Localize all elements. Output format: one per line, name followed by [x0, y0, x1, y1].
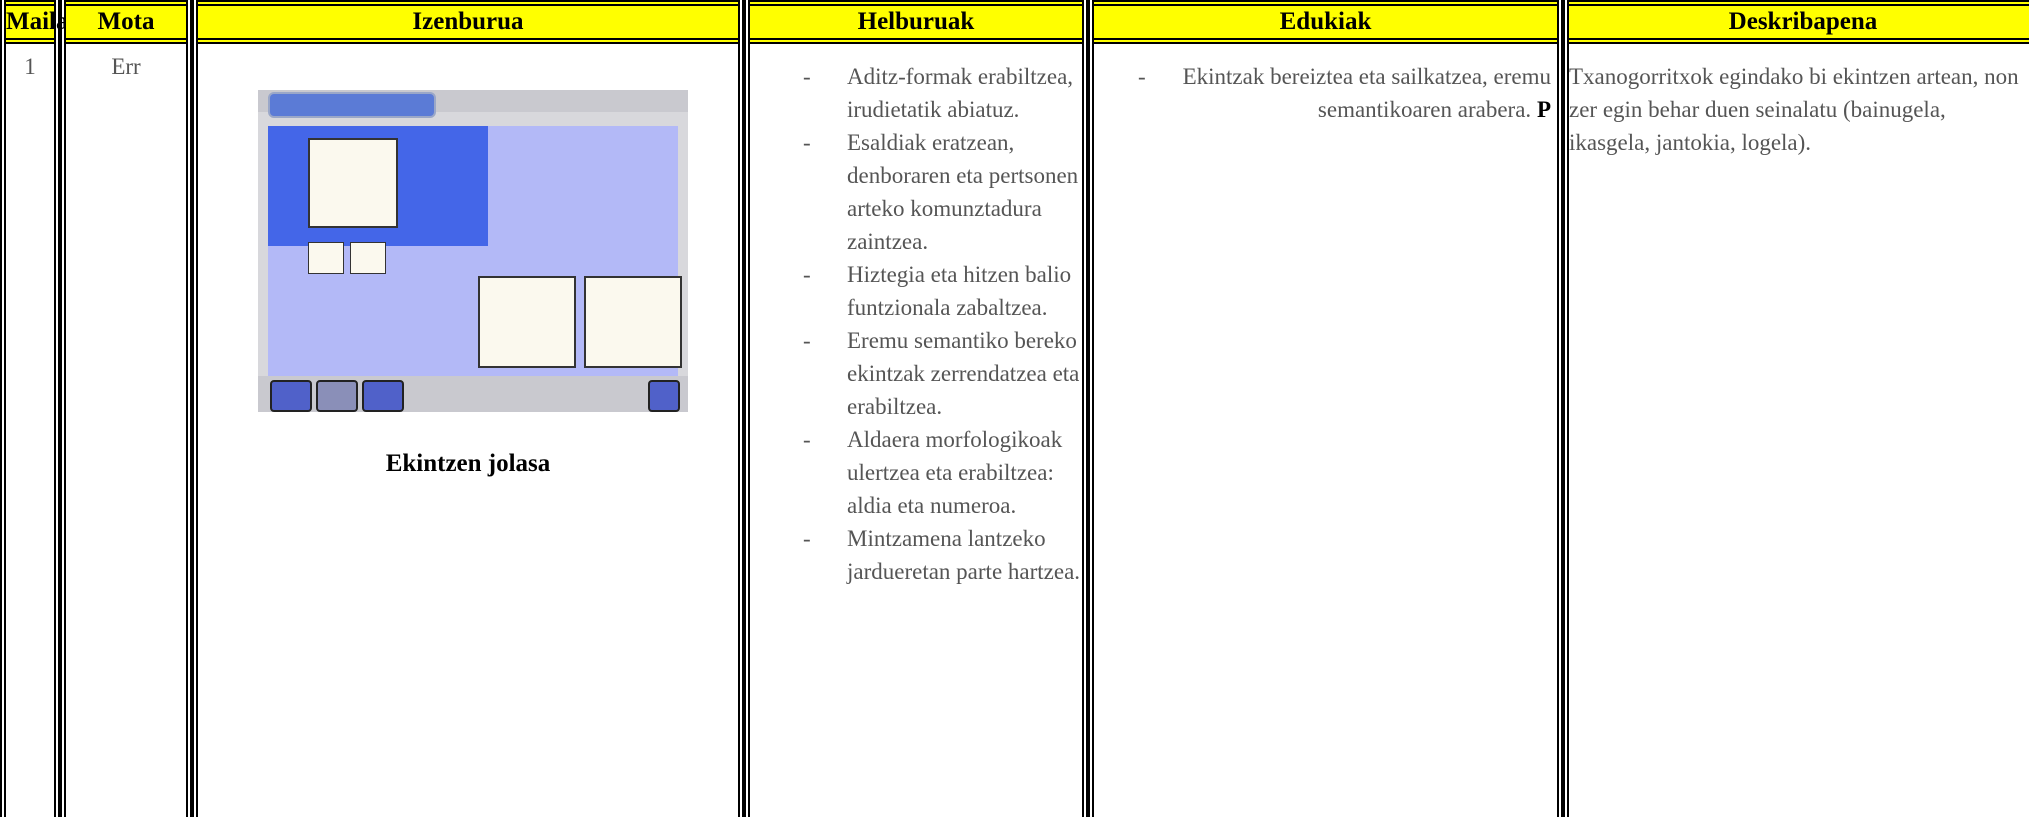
column-maila: Maila 1 — [0, 0, 69, 817]
header-maila: Maila — [6, 0, 69, 44]
contents-item: Ekintzak bereiztea eta sailkatzea, eremu… — [1182, 60, 1551, 126]
activity-title: Ekintzen jolasa — [385, 450, 551, 477]
list-item: Aditz-formak erabiltzea, irudietatik abi… — [803, 60, 1083, 126]
header-deskribapena: Deskribapena — [1569, 0, 2029, 44]
list-item: Esaldiak eratzean, denboraren eta pertso… — [803, 126, 1083, 258]
list-item: Mintzamena lantzeko jardueretan parte ha… — [803, 522, 1083, 588]
column-helburuak: Helburuak Aditz-formak erabiltzea, irudi… — [744, 0, 1088, 817]
list-item: Hiztegia eta hitzen balio funtzionala za… — [803, 258, 1083, 324]
header-izenburua: Izenburua — [198, 0, 738, 44]
cell-deskribapena: Txanogorritxok egindako bi ekintzen arte… — [1569, 50, 2029, 817]
cell-edukiak: - Ekintzak bereiztea eta sailkatzea, ere… — [1094, 50, 1557, 817]
header-edukiak: Edukiak — [1094, 0, 1557, 44]
list-item: Aldaera morfologikoak ulertzea eta erabi… — [803, 423, 1083, 522]
cell-maila: 1 — [24, 54, 36, 79]
cell-helburuak: Aditz-formak erabiltzea, irudietatik abi… — [750, 50, 1082, 817]
game-screenshot-image — [258, 90, 688, 412]
column-deskribapena: Deskribapena Txanogorritxok egindako bi … — [1563, 0, 2029, 817]
contents-marker: P — [1536, 97, 1551, 122]
description-text: Txanogorritxok egindako bi ekintzen arte… — [1569, 64, 2019, 155]
cell-izenburua: Ekintzen jolasa — [198, 50, 738, 817]
contents-text: Ekintzak bereiztea eta sailkatzea, eremu… — [1182, 64, 1551, 122]
column-mota: Mota Err — [60, 0, 192, 817]
cell-mota: Err — [111, 54, 141, 79]
column-izenburua: Izenburua Ekintzen jolasa — [192, 0, 744, 817]
list-item: Eremu semantiko bereko ekintzak zerrenda… — [803, 324, 1083, 423]
column-edukiak: Edukiak - Ekintzak bereiztea eta sailkat… — [1088, 0, 1563, 817]
header-helburuak: Helburuak — [750, 0, 1082, 44]
goals-list: Aditz-formak erabiltzea, irudietatik abi… — [803, 60, 1083, 588]
header-mota: Mota — [66, 0, 186, 44]
